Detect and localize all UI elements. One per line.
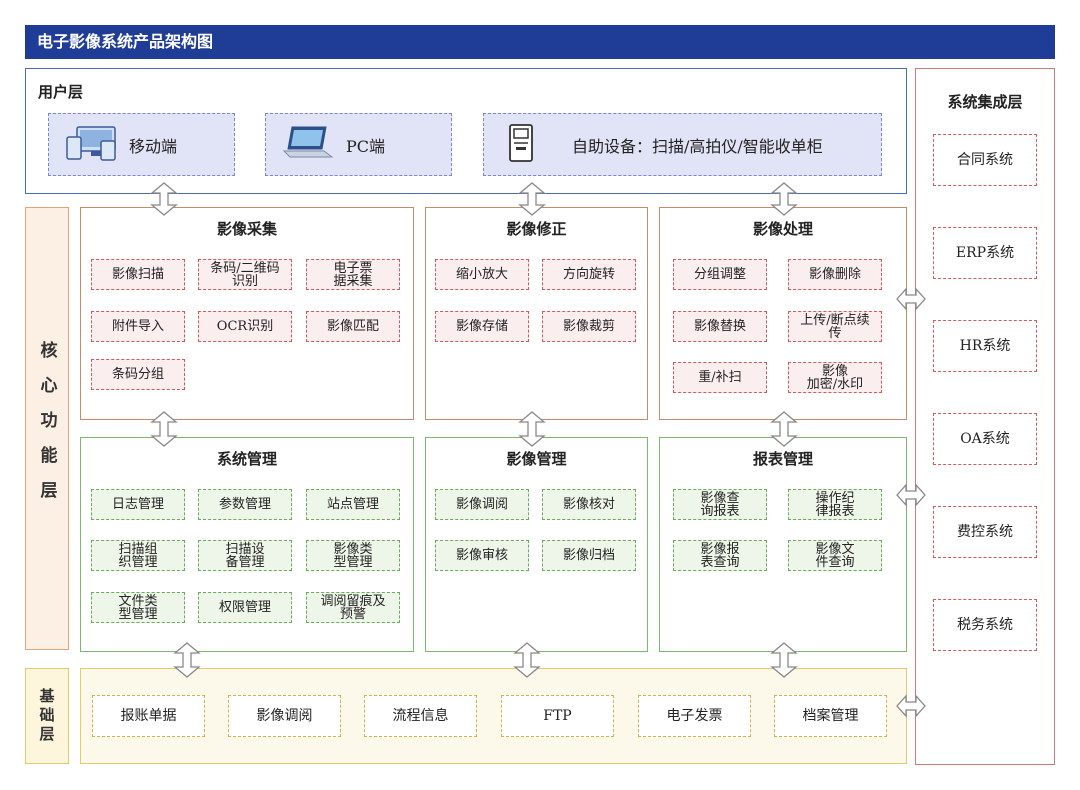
feature-chip: 影像裁剪 — [542, 311, 636, 342]
device-pc: PC端 — [265, 113, 452, 176]
feature-chip: 站点管理 — [306, 489, 400, 520]
feature-chip: 影像文 件查询 — [788, 540, 882, 571]
feature-chip: 影像调阅 — [435, 489, 529, 520]
integration-layer-title: 系统集成层 — [947, 93, 1023, 111]
double-arrow-icon — [770, 411, 798, 447]
user-layer-title: 用户层 — [38, 83, 84, 101]
base-item: 电子发票 — [638, 695, 751, 737]
double-arrow-icon — [518, 182, 546, 216]
feature-chip: 分组调整 — [673, 259, 767, 290]
panel-title: 影像修正 — [506, 220, 567, 238]
feature-chip: 方向旋转 — [542, 259, 636, 290]
feature-chip: 影像存储 — [435, 311, 529, 342]
double-arrow-icon — [770, 642, 798, 678]
feature-chip: 重/补扫 — [673, 362, 767, 393]
integration-item: ERP系统 — [933, 227, 1037, 279]
base-item: 报账单据 — [92, 695, 205, 737]
feature-chip: 影像核对 — [542, 489, 636, 520]
device-label: PC端 — [346, 136, 386, 156]
double-arrow-icon — [896, 483, 926, 507]
panel-title: 影像管理 — [506, 450, 567, 468]
base-item: 档案管理 — [774, 695, 887, 737]
mobile-devices-icon — [65, 125, 117, 165]
feature-chip: 影像扫描 — [91, 259, 185, 290]
feature-chip: 影像删除 — [788, 259, 882, 290]
double-arrow-icon — [150, 182, 178, 216]
double-arrow-icon — [173, 642, 201, 678]
double-arrow-icon — [150, 411, 178, 447]
kiosk-icon — [506, 123, 536, 167]
device-label: 自助设备：扫描/高拍仪/智能收单柜 — [572, 136, 823, 156]
user-layer: 用户层 — [25, 68, 907, 194]
integration-item: OA系统 — [933, 413, 1037, 465]
feature-chip: 影像报 表查询 — [673, 540, 767, 571]
integration-item: HR系统 — [933, 320, 1037, 372]
core-layer-label: 核心功能层 — [25, 207, 69, 650]
feature-chip: 条码分组 — [91, 359, 185, 390]
laptop-icon — [282, 125, 334, 165]
integration-item: 合同系统 — [933, 134, 1037, 186]
feature-chip: 影像匹配 — [306, 311, 400, 342]
integration-item: 费控系统 — [933, 506, 1037, 558]
feature-chip: 影像类 型管理 — [306, 540, 400, 571]
feature-chip: 权限管理 — [198, 592, 292, 623]
feature-chip: 扫描组 织管理 — [91, 540, 185, 571]
feature-chip: 调阅留痕及 预警 — [306, 592, 400, 623]
device-kiosk: 自助设备：扫描/高拍仪/智能收单柜 — [483, 113, 882, 176]
feature-chip: 影像替换 — [673, 311, 767, 342]
base-item: 流程信息 — [364, 695, 477, 737]
feature-chip: 电子票 据采集 — [306, 259, 400, 290]
feature-chip: 扫描设 备管理 — [198, 540, 292, 571]
double-arrow-icon — [770, 182, 798, 216]
device-mobile: 移动端 — [48, 113, 235, 176]
feature-chip: 缩小放大 — [435, 259, 529, 290]
feature-chip: 影像审核 — [435, 540, 529, 571]
base-layer-label: 基础层 — [25, 668, 69, 764]
double-arrow-icon — [513, 642, 541, 678]
feature-chip: 日志管理 — [91, 489, 185, 520]
panel-title: 影像处理 — [752, 220, 813, 238]
device-label: 移动端 — [129, 136, 178, 156]
integration-item: 税务系统 — [933, 599, 1037, 651]
feature-chip: 附件导入 — [91, 311, 185, 342]
base-item: FTP — [501, 695, 614, 737]
feature-chip: 条码/二维码 识别 — [198, 259, 292, 290]
double-arrow-icon — [896, 287, 926, 311]
double-arrow-icon — [896, 694, 926, 718]
feature-chip: OCR识别 — [198, 311, 292, 342]
page-title: 电子影像系统产品架构图 — [25, 25, 1055, 59]
feature-chip: 影像查 询报表 — [673, 489, 767, 520]
panel-title: 影像采集 — [216, 220, 277, 238]
feature-chip: 上传/断点续 传 — [788, 311, 882, 342]
base-item: 影像调阅 — [228, 695, 341, 737]
panel-title: 报表管理 — [752, 450, 813, 468]
base-layer-panel — [80, 668, 907, 764]
feature-chip: 操作纪 律报表 — [788, 489, 882, 520]
feature-chip: 参数管理 — [198, 489, 292, 520]
feature-chip: 文件类 型管理 — [91, 592, 185, 623]
panel-title: 系统管理 — [216, 450, 277, 468]
double-arrow-icon — [518, 411, 546, 447]
feature-chip: 影像归档 — [542, 540, 636, 571]
feature-chip: 影像 加密/水印 — [788, 362, 882, 393]
